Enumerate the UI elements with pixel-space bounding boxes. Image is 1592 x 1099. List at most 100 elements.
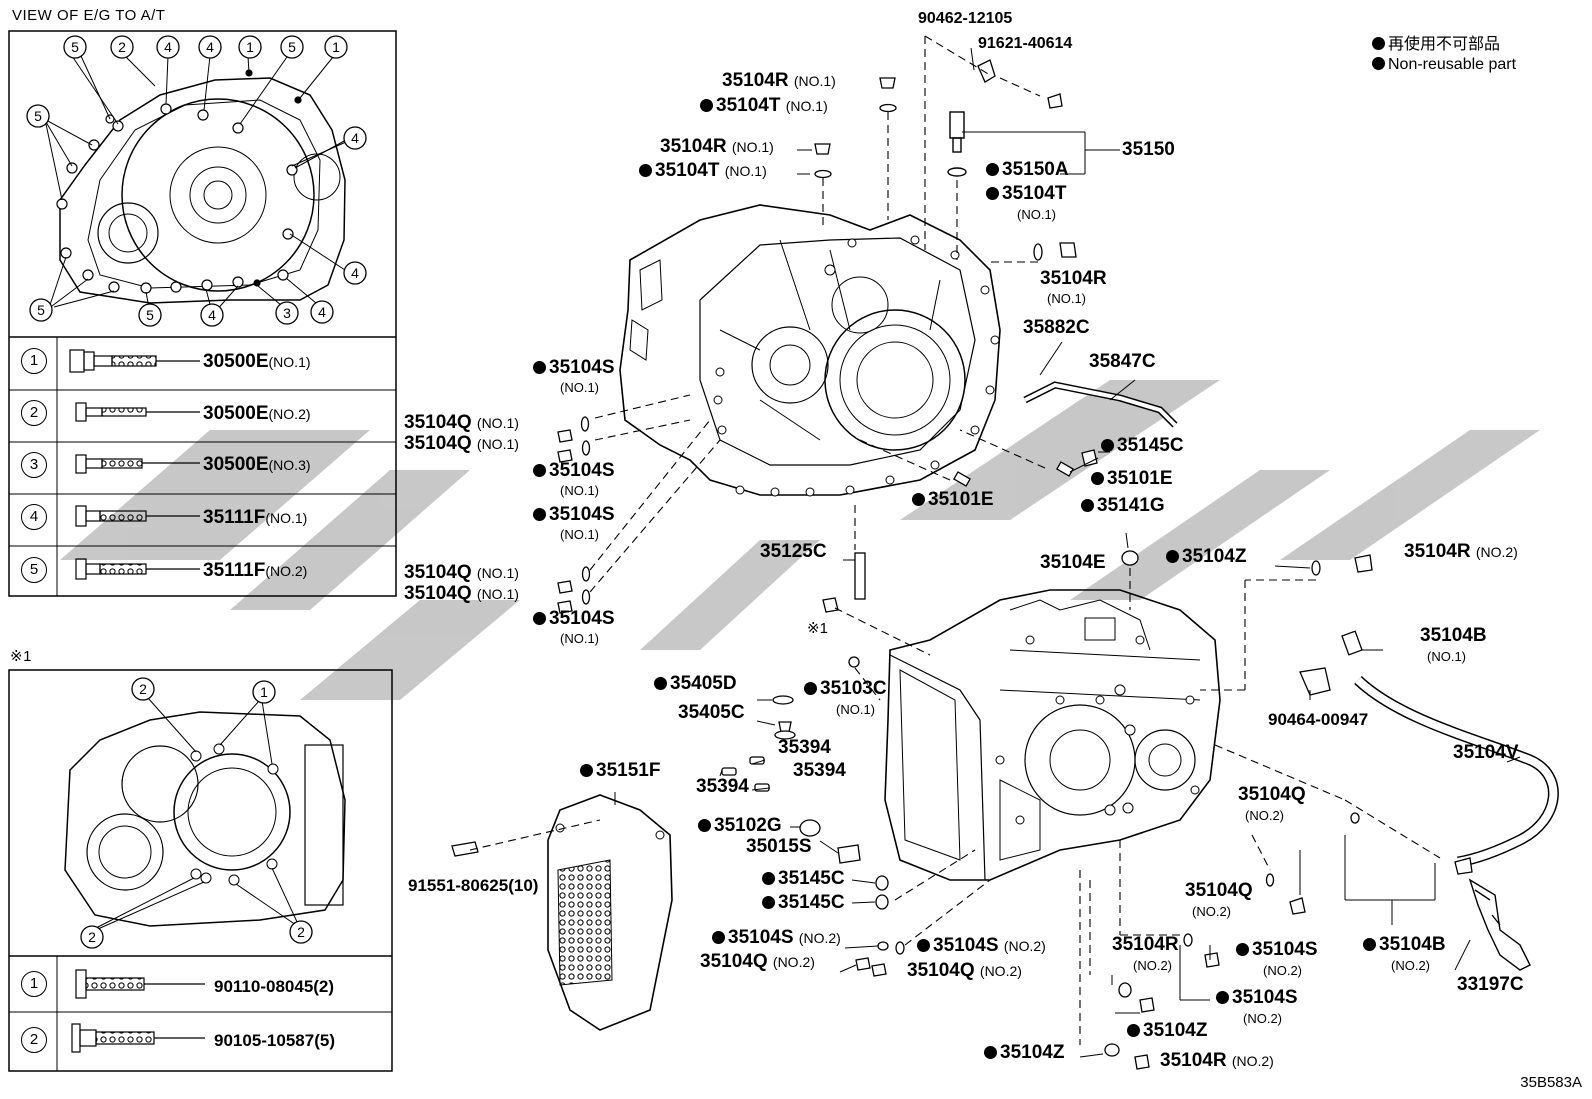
part-qualifier: (NO.2) <box>1391 958 1430 973</box>
svg-text:4: 4 <box>351 130 359 146</box>
svg-text:4: 4 <box>164 39 172 55</box>
part-label: 35141G <box>1081 496 1165 516</box>
upper-housing-bolts <box>713 235 1000 497</box>
part-label: 35101E <box>1091 469 1173 489</box>
part-label: 35104S <box>533 505 615 525</box>
part-label: 35104S (NO.2) <box>917 936 1046 956</box>
svg-text:5: 5 <box>34 108 42 124</box>
non-reusable-dot-icon <box>1081 499 1094 512</box>
part-label: 35104S <box>533 461 615 481</box>
part-label: 35405D <box>654 674 737 694</box>
svg-text:2: 2 <box>139 681 147 697</box>
oil-pan <box>547 794 673 1031</box>
part-label: 35104E <box>1040 552 1106 573</box>
part-label: 35101E <box>912 490 994 510</box>
part-label: 35104Z <box>1166 547 1246 567</box>
non-reusable-dot-icon <box>1363 938 1376 951</box>
bottom-panel-title: ※1 <box>10 648 32 665</box>
svg-text:2: 2 <box>88 929 96 945</box>
upper-transaxle-housing <box>619 204 1001 496</box>
non-reusable-dot-icon <box>698 819 711 832</box>
part-label: 35104R <box>1040 268 1107 289</box>
non-reusable-dot-icon <box>984 1046 997 1059</box>
svg-text:1: 1 <box>246 39 254 55</box>
svg-text:1: 1 <box>332 39 340 55</box>
table-row-part: 35111F(NO.1) <box>203 507 308 528</box>
part-qualifier: (NO.1) <box>560 527 599 542</box>
pipe-35847c <box>1023 381 1178 428</box>
part-label: 90462-12105 <box>918 10 1013 27</box>
part-label: 35104T (NO.1) <box>639 161 767 181</box>
part-label: 35104Q <box>1185 880 1253 901</box>
part-label: 35125C <box>760 541 827 562</box>
part-qualifier: (NO.1) <box>560 631 599 646</box>
part-label: 35104Q (NO.2) <box>907 960 1022 981</box>
non-reusable-dot-icon <box>1166 550 1179 563</box>
part-label: 35847C <box>1089 351 1156 372</box>
part-qualifier: (NO.1) <box>560 380 599 395</box>
part-label: 35104Q (NO.2) <box>700 951 815 972</box>
bolt-icons-top <box>69 349 200 580</box>
part-qualifier: (NO.1) <box>1047 291 1086 306</box>
leaders-bottom <box>95 697 299 930</box>
svg-text:4: 4 <box>318 304 326 320</box>
legend-jp: 再使用不可部品 <box>1372 30 1500 54</box>
table-row-part: 90105-10587(5) <box>214 1031 335 1050</box>
part-label: 35104Z <box>984 1043 1064 1063</box>
part-label: 35104R <box>1112 934 1179 955</box>
small-parts <box>451 59 1473 1070</box>
part-label: 35104R (NO.1) <box>660 136 774 157</box>
part-label: 35104S (NO.2) <box>712 928 841 948</box>
table-row-num: 2 <box>21 400 47 426</box>
table-row-part: 30500E(NO.3) <box>203 454 311 475</box>
part-qualifier: (NO.2) <box>1263 963 1302 978</box>
table-row-num: 1 <box>21 971 47 997</box>
part-label: 35104Q (NO.1) <box>404 412 519 433</box>
svg-text:5: 5 <box>288 39 296 55</box>
part-label: 35104S <box>533 358 615 378</box>
part-label: 35104Q (NO.1) <box>404 583 519 604</box>
non-reusable-dot-icon <box>804 682 817 695</box>
sensor-35150 <box>947 111 967 177</box>
part-qualifier: (NO.2) <box>1133 958 1172 973</box>
table-row-num: 1 <box>21 348 47 374</box>
table-row-num: 3 <box>21 452 47 478</box>
part-label: 35104S <box>1236 940 1318 960</box>
part-label: 35150 <box>1122 139 1175 160</box>
non-reusable-dot-icon <box>1127 1024 1140 1037</box>
svg-text:2: 2 <box>118 39 126 55</box>
part-label: 35104Q <box>1238 784 1306 805</box>
part-label: 35104Q (NO.1) <box>404 562 519 583</box>
part-label: 35145C <box>762 869 845 889</box>
hose-35104v <box>1354 675 1559 868</box>
non-reusable-dot-icon <box>712 931 725 944</box>
part-label: 35104Z <box>1127 1021 1207 1041</box>
part-label: 35104B <box>1363 935 1446 955</box>
part-qualifier: (NO.1) <box>1017 207 1056 222</box>
part-label: 35104R (NO.2) <box>1160 1050 1274 1071</box>
non-reusable-dot-icon <box>533 361 546 374</box>
part-label: 35104R (NO.2) <box>1404 541 1518 562</box>
lower-transaxle-case <box>884 589 1221 881</box>
part-label: 35104V <box>1453 742 1519 763</box>
svg-text:4: 4 <box>351 265 359 281</box>
svg-text:4: 4 <box>208 307 216 323</box>
non-reusable-dot-icon <box>533 464 546 477</box>
non-reusable-dot-icon <box>580 764 593 777</box>
top-panel-title: VIEW OF E/G TO A/T <box>12 7 166 24</box>
dashed-lines <box>469 35 1441 1045</box>
svg-text:5: 5 <box>71 39 79 55</box>
part-label: 33197C <box>1457 974 1524 995</box>
panel-top-left <box>8 30 397 597</box>
part-label: 35104R (NO.1) <box>722 70 836 91</box>
part-label: 35394 <box>696 776 749 797</box>
svg-text:1: 1 <box>260 684 268 700</box>
non-reusable-dot-icon <box>1101 439 1114 452</box>
non-reusable-dot-icon <box>639 164 652 177</box>
part-label: 35104S <box>1216 988 1298 1008</box>
leader-lines <box>614 47 1521 1058</box>
part-qualifier: (NO.2) <box>1192 904 1231 919</box>
svg-text:2: 2 <box>297 924 305 940</box>
part-label: 35405C <box>678 702 745 723</box>
